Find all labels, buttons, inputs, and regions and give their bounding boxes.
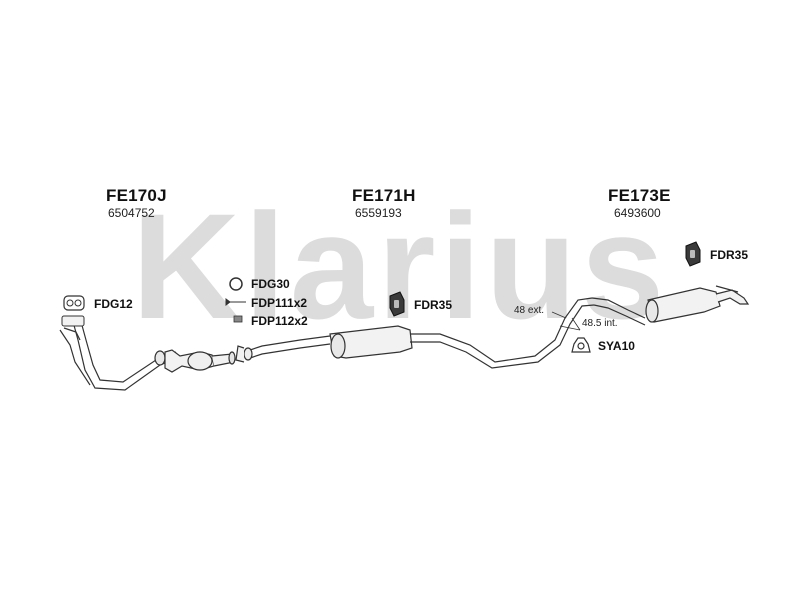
dimension-ext: 48 ext. [514,305,545,316]
part-label-sya10: SYA10 [598,339,635,353]
watermark-logo: Klarius [132,182,669,350]
front-flange [61,315,85,327]
section-number-fe170j: 6504752 [108,206,155,220]
section-number-fe173e: 6493600 [614,206,661,220]
section-code-fe170j: FE170J [106,186,167,205]
part-label-fdr35-top: FDR35 [710,248,749,262]
part-label-fdp112: FDP112x2 [251,314,308,328]
gasket-icon-fdg12 [63,295,85,311]
part-label-fdg12: FDG12 [94,297,133,311]
middle-silencer [329,297,595,369]
section-number-fe171h: 6559193 [355,206,402,220]
part-label-fdr35-mid: FDR35 [414,298,453,312]
dimension-lines [551,311,581,331]
middle-pipe [235,335,331,363]
dimension-int: 48.5 int. [582,318,618,329]
clamp-icon-sya10 [571,337,591,353]
rear-silencer [645,285,750,323]
section-code-fe171h: FE171H [352,186,416,205]
hanger-icon-fdr35-mid [389,291,405,317]
bolt-icon-fdp111 [225,298,246,306]
part-label-fdp111: FDP111x2 [251,296,308,310]
nut-icon-fdp112 [233,315,243,323]
front-silencer [154,349,236,373]
part-label-fdg30: FDG30 [251,277,290,291]
hanger-icon-fdr35-top [685,241,701,267]
ring-icon-fdg30 [229,277,243,291]
section-code-fe173e: FE173E [608,186,671,205]
rear-pipe [591,297,646,326]
